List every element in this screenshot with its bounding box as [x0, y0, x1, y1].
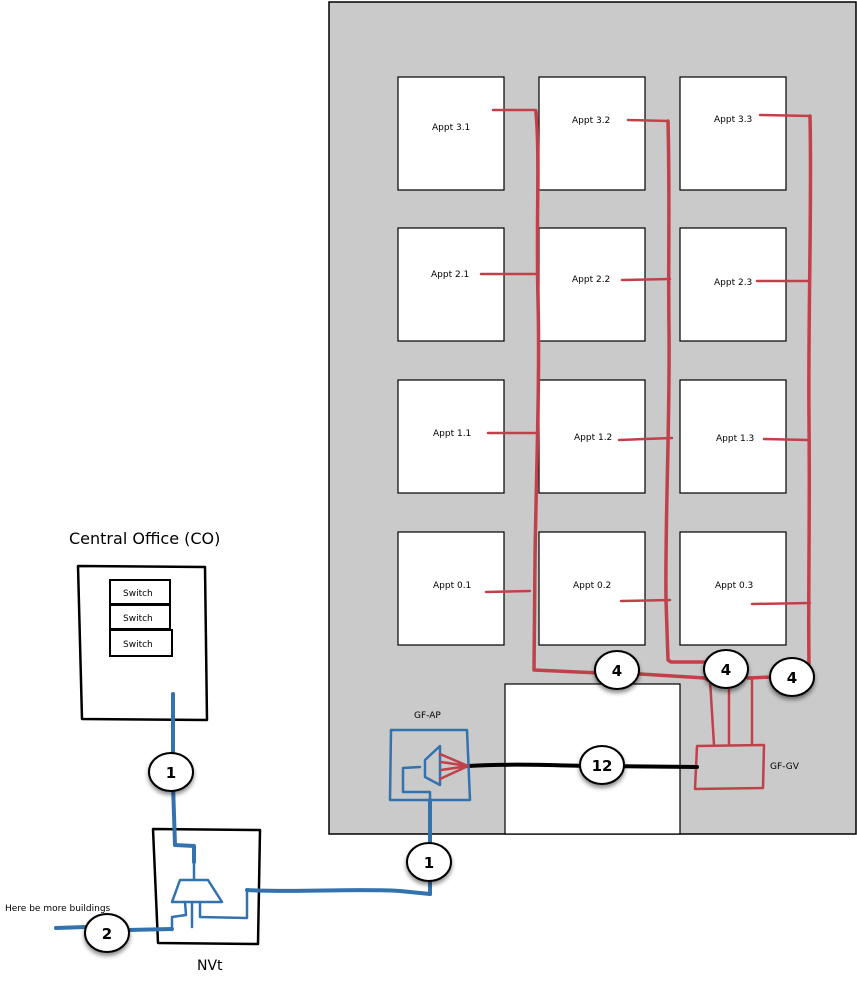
svg-text:1: 1: [424, 854, 434, 872]
drop-2-2: [620, 277, 672, 282]
drop-0-1: [484, 589, 532, 594]
distribution-box[interactable]: GF-GV: [693, 743, 800, 791]
apartment-label: Appt 0.3: [715, 581, 753, 591]
fiber-count-badge: 2: [84, 913, 130, 953]
apartment[interactable]: Appt 0.2: [538, 531, 646, 646]
apartment[interactable]: Appt 1.2: [538, 379, 646, 494]
apartment[interactable]: Appt 1.3: [679, 379, 787, 494]
apartment-grid: Appt 3.1 Appt 3.2 Appt 3.3 Appt 2.1 Appt…: [397, 76, 787, 646]
more-buildings-label: Here be more buildings: [5, 904, 111, 914]
switch[interactable]: Switch: [109, 579, 171, 605]
apartment-label: Appt 3.1: [432, 123, 470, 133]
drop-1-2: [617, 436, 674, 442]
apartment-label: Appt 2.1: [431, 270, 469, 280]
splitter-icon: [170, 860, 224, 904]
apartment[interactable]: Appt 0.1: [397, 531, 505, 646]
switch-label: Switch: [123, 614, 153, 624]
apartment[interactable]: Appt 0.3: [679, 531, 787, 646]
switch[interactable]: Switch: [109, 604, 171, 630]
gv-feed-1: [708, 678, 716, 747]
apartment[interactable]: Appt 3.1: [397, 76, 505, 191]
more-buildings-right: [126, 927, 174, 932]
apartment-label: Appt 1.2: [574, 433, 612, 443]
fiber-count-badge: 1: [406, 842, 452, 882]
splitter-icon: [423, 744, 442, 787]
apartment-label: Appt 0.1: [433, 581, 471, 591]
drop-1-3: [762, 437, 810, 442]
switch[interactable]: Switch: [109, 629, 173, 657]
apartment[interactable]: Appt 3.2: [538, 76, 646, 191]
central-office-title: Central Office (CO): [69, 529, 220, 548]
outside-fiber: [54, 692, 432, 932]
drop-0-3: [750, 601, 812, 606]
drop-3-3: [758, 113, 812, 118]
apartment-label: Appt 1.3: [716, 434, 754, 444]
apartment[interactable]: Appt 1.1: [397, 379, 505, 494]
switch-label: Switch: [123, 589, 153, 599]
fiber-count-badge: 1: [148, 752, 194, 792]
riser-1: [532, 110, 602, 675]
apartment-label: Appt 3.3: [714, 115, 752, 125]
riser-3: [770, 114, 813, 680]
apartment-label: Appt 2.3: [714, 278, 752, 288]
more-buildings-left: [54, 925, 88, 930]
fiber-count-badge: 4: [703, 649, 749, 689]
apartment[interactable]: Appt 2.1: [397, 227, 505, 342]
nvt-label: NVt: [197, 958, 223, 974]
nvt-to-ap: [245, 888, 432, 896]
apartment-label: Appt 2.2: [572, 275, 610, 285]
nvt-node[interactable]: NVt: [151, 827, 262, 974]
svg-text:2: 2: [102, 925, 112, 943]
riser-2: [664, 119, 708, 664]
riser-cables: [479, 108, 813, 747]
access-point-label: GF-AP: [414, 711, 441, 721]
fiber-count-badge: 4: [769, 657, 815, 697]
svg-text:4: 4: [721, 661, 731, 679]
svg-text:12: 12: [592, 757, 613, 775]
svg-text:4: 4: [612, 662, 622, 680]
drop-0-2: [619, 598, 672, 603]
co-to-nvt: [171, 783, 196, 864]
fiber-count-badge: 12: [579, 745, 625, 785]
svg-text:4: 4: [787, 669, 797, 687]
svg-text:1: 1: [166, 764, 176, 782]
apartment[interactable]: Appt 3.3: [679, 76, 787, 191]
drop-3-2: [626, 118, 670, 123]
apartment[interactable]: Appt 2.3: [679, 227, 787, 342]
apartment-label: Appt 1.1: [433, 429, 471, 439]
switch-label: Switch: [123, 640, 153, 650]
apartment[interactable]: Appt 2.2: [538, 227, 646, 342]
fiber-count-badge: 4: [594, 650, 640, 690]
split-fibers: [438, 752, 470, 781]
apartment-label: Appt 3.2: [572, 116, 610, 126]
apartment-label: Appt 0.2: [573, 581, 611, 591]
distribution-label: GF-GV: [770, 762, 800, 772]
access-point[interactable]: GF-AP: [388, 711, 472, 802]
central-office[interactable]: Switch Switch Switch: [76, 564, 209, 722]
